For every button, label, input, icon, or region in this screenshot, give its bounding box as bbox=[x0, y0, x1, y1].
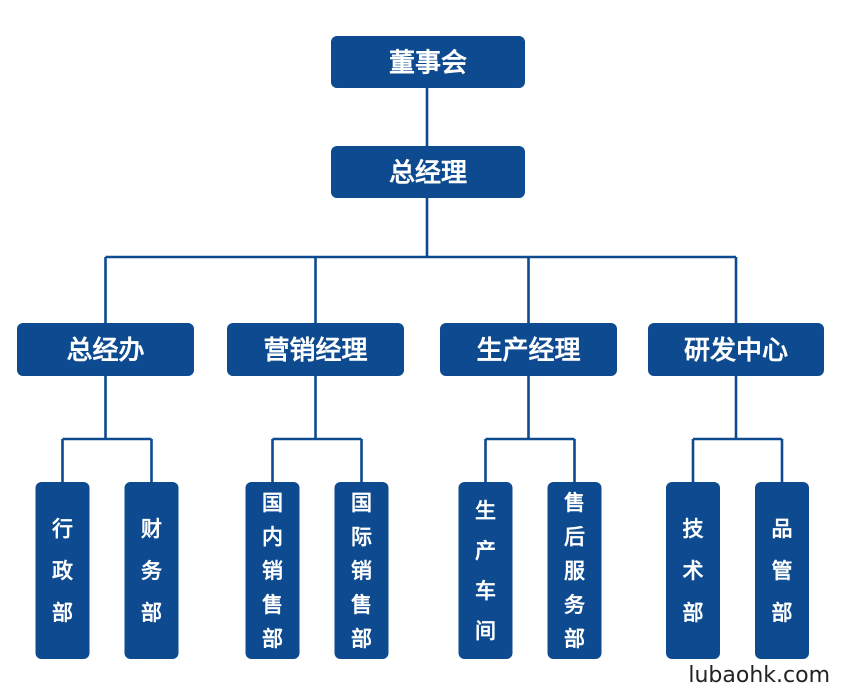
node-division-3-label: 生产经理 bbox=[476, 335, 580, 366]
node-division-3-box bbox=[440, 323, 617, 376]
node-division-2-label: 营销经理 bbox=[263, 335, 367, 366]
node-division-4-label: 研发中心 bbox=[684, 335, 788, 366]
node-division-1: 总经办 bbox=[17, 323, 194, 376]
node-board-box bbox=[331, 36, 525, 88]
node-dept-1-2-box bbox=[124, 482, 179, 659]
node-dept-4-1-label: 技术部 bbox=[683, 517, 705, 625]
node-dept-1-1-label: 行政部 bbox=[51, 517, 74, 625]
node-dept-1-1: 行政部 bbox=[35, 482, 90, 659]
node-division-3: 生产经理 bbox=[440, 323, 617, 376]
node-general-manager: 总经理 bbox=[331, 146, 525, 198]
node-board: 董事会 bbox=[331, 36, 525, 88]
node-dept-4-2-box bbox=[755, 482, 809, 659]
node-dept-3-1-label: 生产车间 bbox=[475, 499, 496, 643]
node-dept-4-1-box bbox=[666, 482, 720, 659]
node-dept-3-2: 售后服务部 bbox=[547, 482, 602, 659]
node-dept-4-1: 技术部 bbox=[666, 482, 720, 659]
node-division-2: 营销经理 bbox=[227, 323, 404, 376]
node-dept-2-1-label: 国内销售部 bbox=[262, 491, 283, 651]
node-dept-2-2-label: 国际销售部 bbox=[351, 491, 372, 651]
node-dept-4-2: 品管部 bbox=[755, 482, 809, 659]
node-dept-3-1-box bbox=[458, 482, 513, 659]
node-division-1-box bbox=[17, 323, 194, 376]
connector-lines bbox=[61, 88, 784, 482]
node-dept-3-1: 生产车间 bbox=[458, 482, 513, 659]
node-dept-3-2-box bbox=[547, 482, 602, 659]
node-dept-2-2: 国际销售部 bbox=[334, 482, 389, 659]
node-dept-2-1: 国内销售部 bbox=[245, 482, 300, 659]
watermark: lubaohk.com bbox=[688, 663, 830, 688]
node-dept-1-2-label: 财务部 bbox=[141, 517, 163, 625]
node-dept-4-2-label: 品管部 bbox=[772, 517, 793, 625]
node-dept-1-2: 财务部 bbox=[124, 482, 179, 659]
node-dept-1-1-box bbox=[35, 482, 90, 659]
node-division-2-box bbox=[227, 323, 404, 376]
node-dept-2-1-box bbox=[245, 482, 300, 659]
node-board-label: 董事会 bbox=[389, 48, 467, 78]
node-dept-2-2-box bbox=[334, 482, 389, 659]
node-division-4-box bbox=[648, 323, 824, 376]
node-division-1-label: 总经办 bbox=[66, 335, 144, 366]
node-general-manager-box bbox=[331, 146, 525, 198]
node-dept-3-2-label: 售后服务部 bbox=[564, 491, 586, 651]
node-general-manager-label: 总经理 bbox=[389, 157, 467, 188]
node-division-4: 研发中心 bbox=[648, 323, 824, 376]
